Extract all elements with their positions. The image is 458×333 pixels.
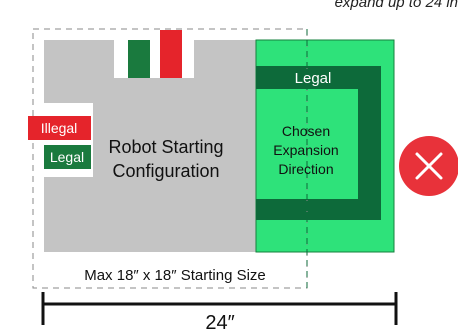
illegal-tag-bg xyxy=(28,116,91,140)
close-x-icon xyxy=(399,136,458,196)
legal-expansion-label: Legal xyxy=(295,70,332,87)
legal-expansion-bracket xyxy=(256,66,381,220)
legal-tag-bg xyxy=(44,145,91,169)
dimension-line xyxy=(41,292,398,325)
chosen-direction-line1: Chosen xyxy=(282,123,330,139)
dimension-label: 24″ xyxy=(205,312,234,333)
chosen-direction-line2: Expansion xyxy=(273,142,338,158)
caption-text: expand up to 24 in xyxy=(334,0,458,11)
robot-title-line1: Robot Starting xyxy=(108,137,223,157)
top-mechanism-red xyxy=(160,30,182,78)
robot-body xyxy=(44,40,256,252)
top-mechanism-green xyxy=(128,40,150,78)
size-limit-outline xyxy=(32,28,308,289)
chosen-direction-line3: Direction xyxy=(278,161,333,177)
illegal-tag-label: Illegal xyxy=(41,120,78,136)
robot-title-line2: Configuration xyxy=(112,161,219,181)
legal-tag-label: Legal xyxy=(50,149,84,165)
max-size-label: Max 18″ x 18″ Starting Size xyxy=(84,267,266,284)
